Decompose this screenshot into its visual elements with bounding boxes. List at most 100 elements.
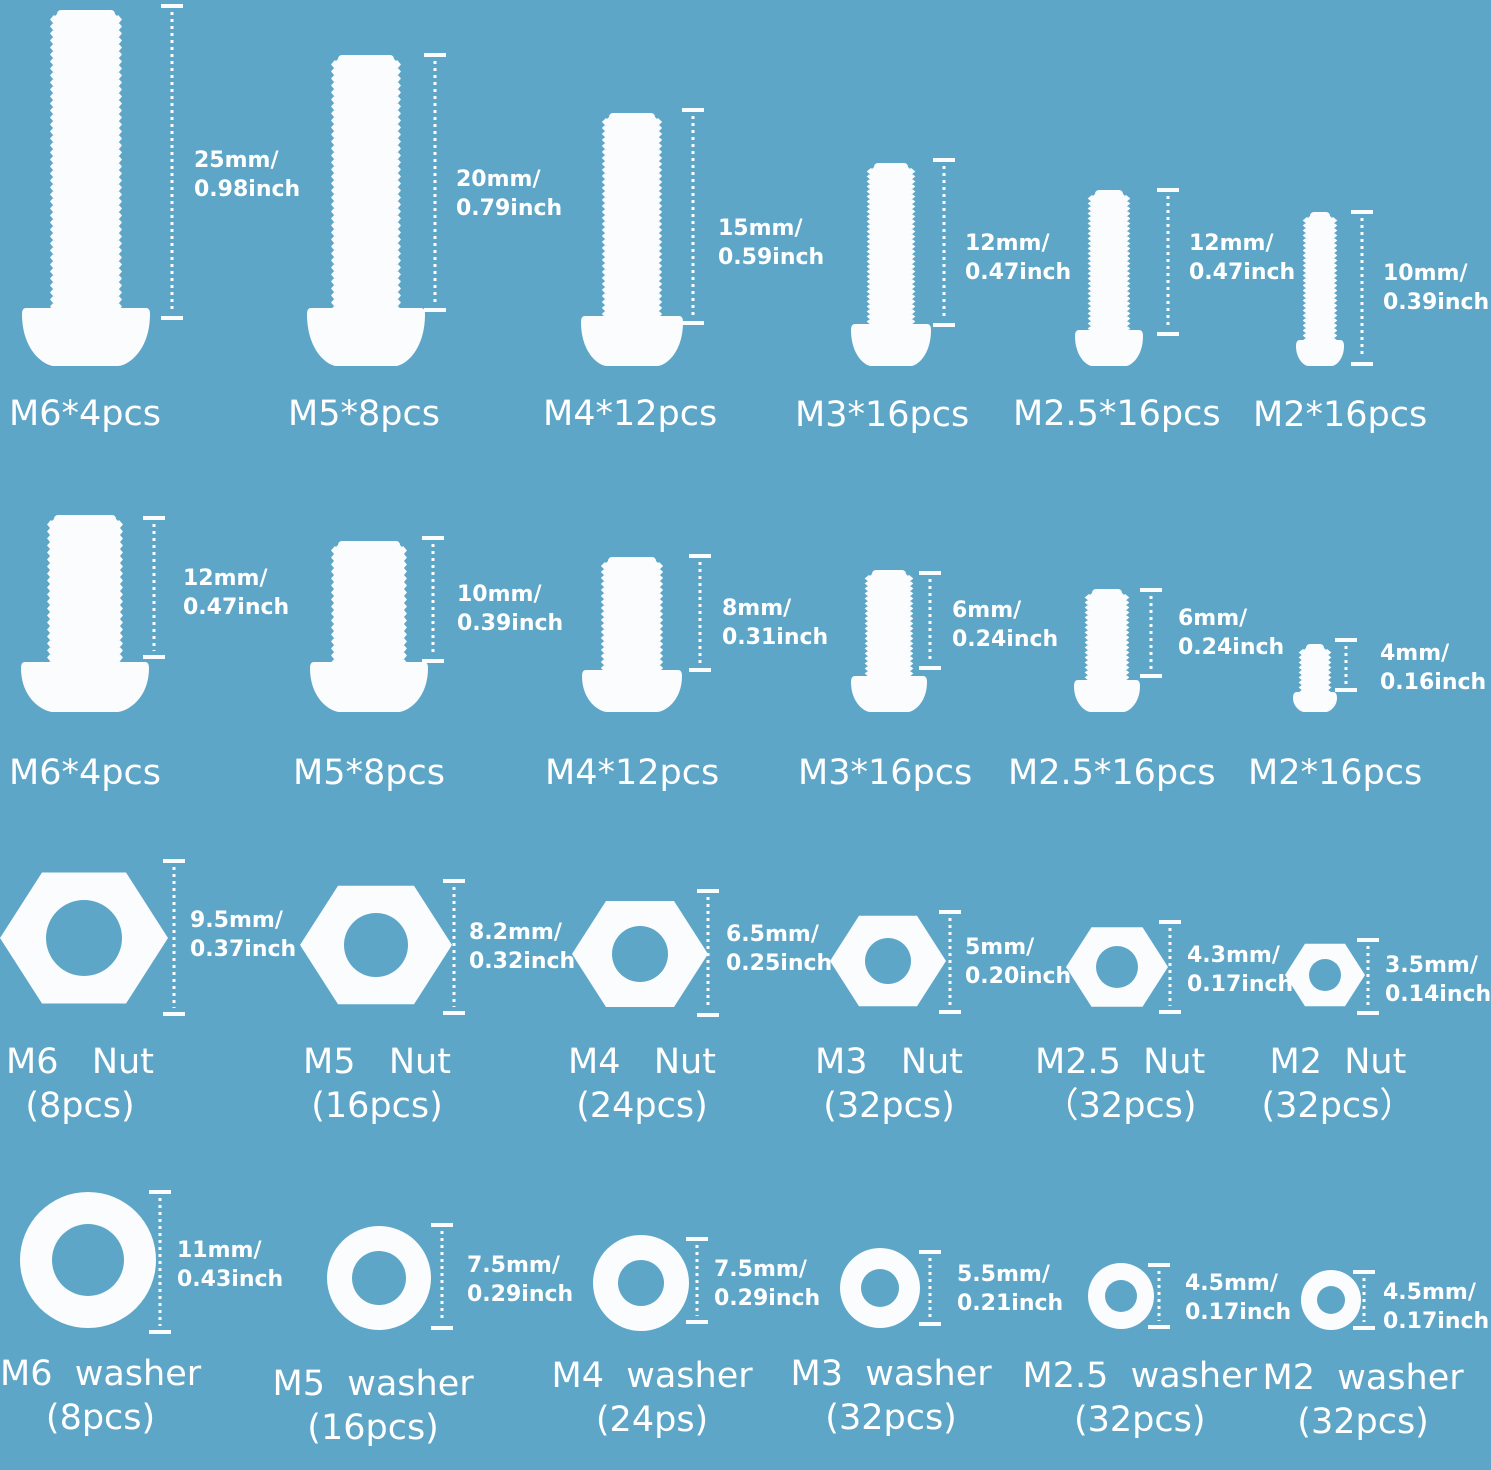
screw-shaft: [52, 519, 118, 666]
dimension-mm: 4.5mm/: [1185, 1271, 1278, 1296]
screw-label: M2.5*16pcs: [1008, 751, 1216, 795]
screw-head: [21, 662, 149, 712]
dimension-inch: 0.39inch: [457, 611, 564, 636]
part-name: M3*16pcs: [798, 753, 973, 793]
dimension-mm: 7.5mm/: [467, 1253, 560, 1278]
part-name: M2.5 Nut: [1035, 1042, 1206, 1082]
dimension-inch: 0.16inch: [1380, 670, 1487, 695]
nut-label: M6 Nut(8pcs): [6, 1040, 154, 1128]
dimension-text: 25mm/0.98inch: [194, 146, 300, 204]
nut-label: M2.5 Nut（32pcs): [1035, 1040, 1205, 1128]
screw-part: [22, 4, 183, 366]
part-name: M5 washer: [272, 1364, 474, 1404]
screw-shaft: [606, 561, 658, 674]
nut-hole: [865, 938, 911, 984]
screw-part: [582, 554, 711, 712]
part-count: (24ps): [595, 1400, 709, 1440]
screw-label: M5*8pcs: [288, 392, 440, 436]
nut-label: M2 Nut(32pcs）: [1262, 1040, 1415, 1128]
dimension-mm: 8mm/: [722, 596, 792, 621]
part-name: M2*16pcs: [1253, 395, 1428, 435]
screw-head: [307, 308, 425, 366]
part-name: M6*4pcs: [9, 394, 161, 434]
screw-shaft: [607, 117, 657, 320]
screw-head: [1296, 340, 1344, 366]
screw-tip: [872, 570, 906, 580]
screw-label: M3*16pcs: [798, 751, 972, 795]
washer-part: [1088, 1263, 1170, 1329]
dimension-inch: 0.17inch: [1187, 972, 1294, 997]
part-name: M3 Nut: [815, 1042, 963, 1082]
dimension-mm: 6.5mm/: [726, 922, 819, 947]
washer-hole: [861, 1269, 899, 1307]
screw-part: [1296, 210, 1373, 366]
screw-head: [22, 308, 150, 366]
dimension-text: 20mm/0.79inch: [456, 165, 562, 223]
screw-threads: [601, 117, 663, 319]
dimension-inch: 0.37inch: [190, 937, 297, 962]
screw-threads: [1087, 194, 1131, 333]
screw-part: [581, 108, 704, 366]
dimension-mm: 10mm/: [457, 582, 542, 607]
washer-label: M6 washer(8pcs): [0, 1352, 201, 1440]
dimension-text: 4.3mm/0.17inch: [1187, 941, 1293, 999]
part-name: M6 washer: [0, 1354, 202, 1394]
screw-threads: [50, 15, 122, 311]
dimension-inch: 0.14inch: [1385, 982, 1491, 1007]
screw-label: M6*4pcs: [9, 751, 161, 795]
screw-label: M4*12pcs: [543, 392, 717, 436]
screw-tip: [1095, 190, 1123, 200]
screw-head: [1293, 692, 1337, 712]
washer-label: M5 washer(16pcs): [273, 1362, 474, 1450]
part-count: (32pcs): [1073, 1400, 1206, 1440]
part-name: M5*8pcs: [288, 394, 440, 434]
dimension-mm: 7.5mm/: [714, 1257, 807, 1282]
screw-label: M6*4pcs: [9, 392, 161, 436]
screw-part: [1074, 588, 1162, 712]
part-name: M5*8pcs: [293, 753, 445, 793]
washer-label: M3 washer(32pcs): [791, 1352, 992, 1440]
dimension-mm: 10mm/: [1383, 261, 1468, 286]
screw-head: [851, 676, 927, 712]
screw-head: [582, 670, 682, 712]
dimension-mm: 12mm/: [1189, 231, 1274, 256]
dimension-text: 6.5mm/0.25inch: [726, 920, 832, 978]
screw-part: [851, 570, 941, 712]
part-name: M2 washer: [1262, 1358, 1464, 1398]
nut-hole: [1309, 959, 1341, 991]
dimension-mm: 4mm/: [1380, 641, 1450, 666]
dimension-inch: 0.32inch: [469, 949, 576, 974]
dimension-mm: 20mm/: [456, 167, 541, 192]
screw-head: [1075, 330, 1143, 366]
screw-head: [310, 662, 428, 712]
dimension-mm: 11mm/: [177, 1238, 262, 1263]
dimension-text: 7.5mm/0.29inch: [467, 1251, 573, 1309]
dimension-text: 12mm/0.47inch: [183, 564, 289, 622]
screw-threads: [1084, 593, 1130, 682]
screw-tip: [338, 55, 394, 65]
dimension-inch: 0.21inch: [957, 1291, 1064, 1316]
screw-label: M5*8pcs: [293, 751, 445, 795]
dimension-text: 6mm/0.24inch: [1178, 604, 1284, 662]
part-name: M4*12pcs: [543, 394, 718, 434]
screw-label: M2*16pcs: [1248, 751, 1422, 795]
part-name: M4 washer: [551, 1356, 753, 1396]
dimension-inch: 0.25inch: [726, 951, 833, 976]
screw-tip: [874, 163, 908, 173]
washer-hole: [1105, 1280, 1137, 1312]
dimension-text: 10mm/0.39inch: [457, 580, 563, 638]
nut-part: [300, 879, 465, 1015]
screw-shaft: [870, 574, 908, 680]
dimension-mm: 12mm/: [965, 231, 1050, 256]
part-count: (32pcs）: [1261, 1086, 1415, 1126]
nut-label: M4 Nut(24pcs): [568, 1040, 716, 1128]
part-count: （32pcs): [1043, 1086, 1197, 1126]
screw-tip: [1310, 212, 1330, 222]
screw-shaft: [336, 59, 396, 312]
screw-head: [1074, 680, 1140, 712]
screw-tip: [54, 515, 116, 525]
screw-threads: [864, 574, 914, 678]
part-name: M5 Nut: [303, 1042, 451, 1082]
